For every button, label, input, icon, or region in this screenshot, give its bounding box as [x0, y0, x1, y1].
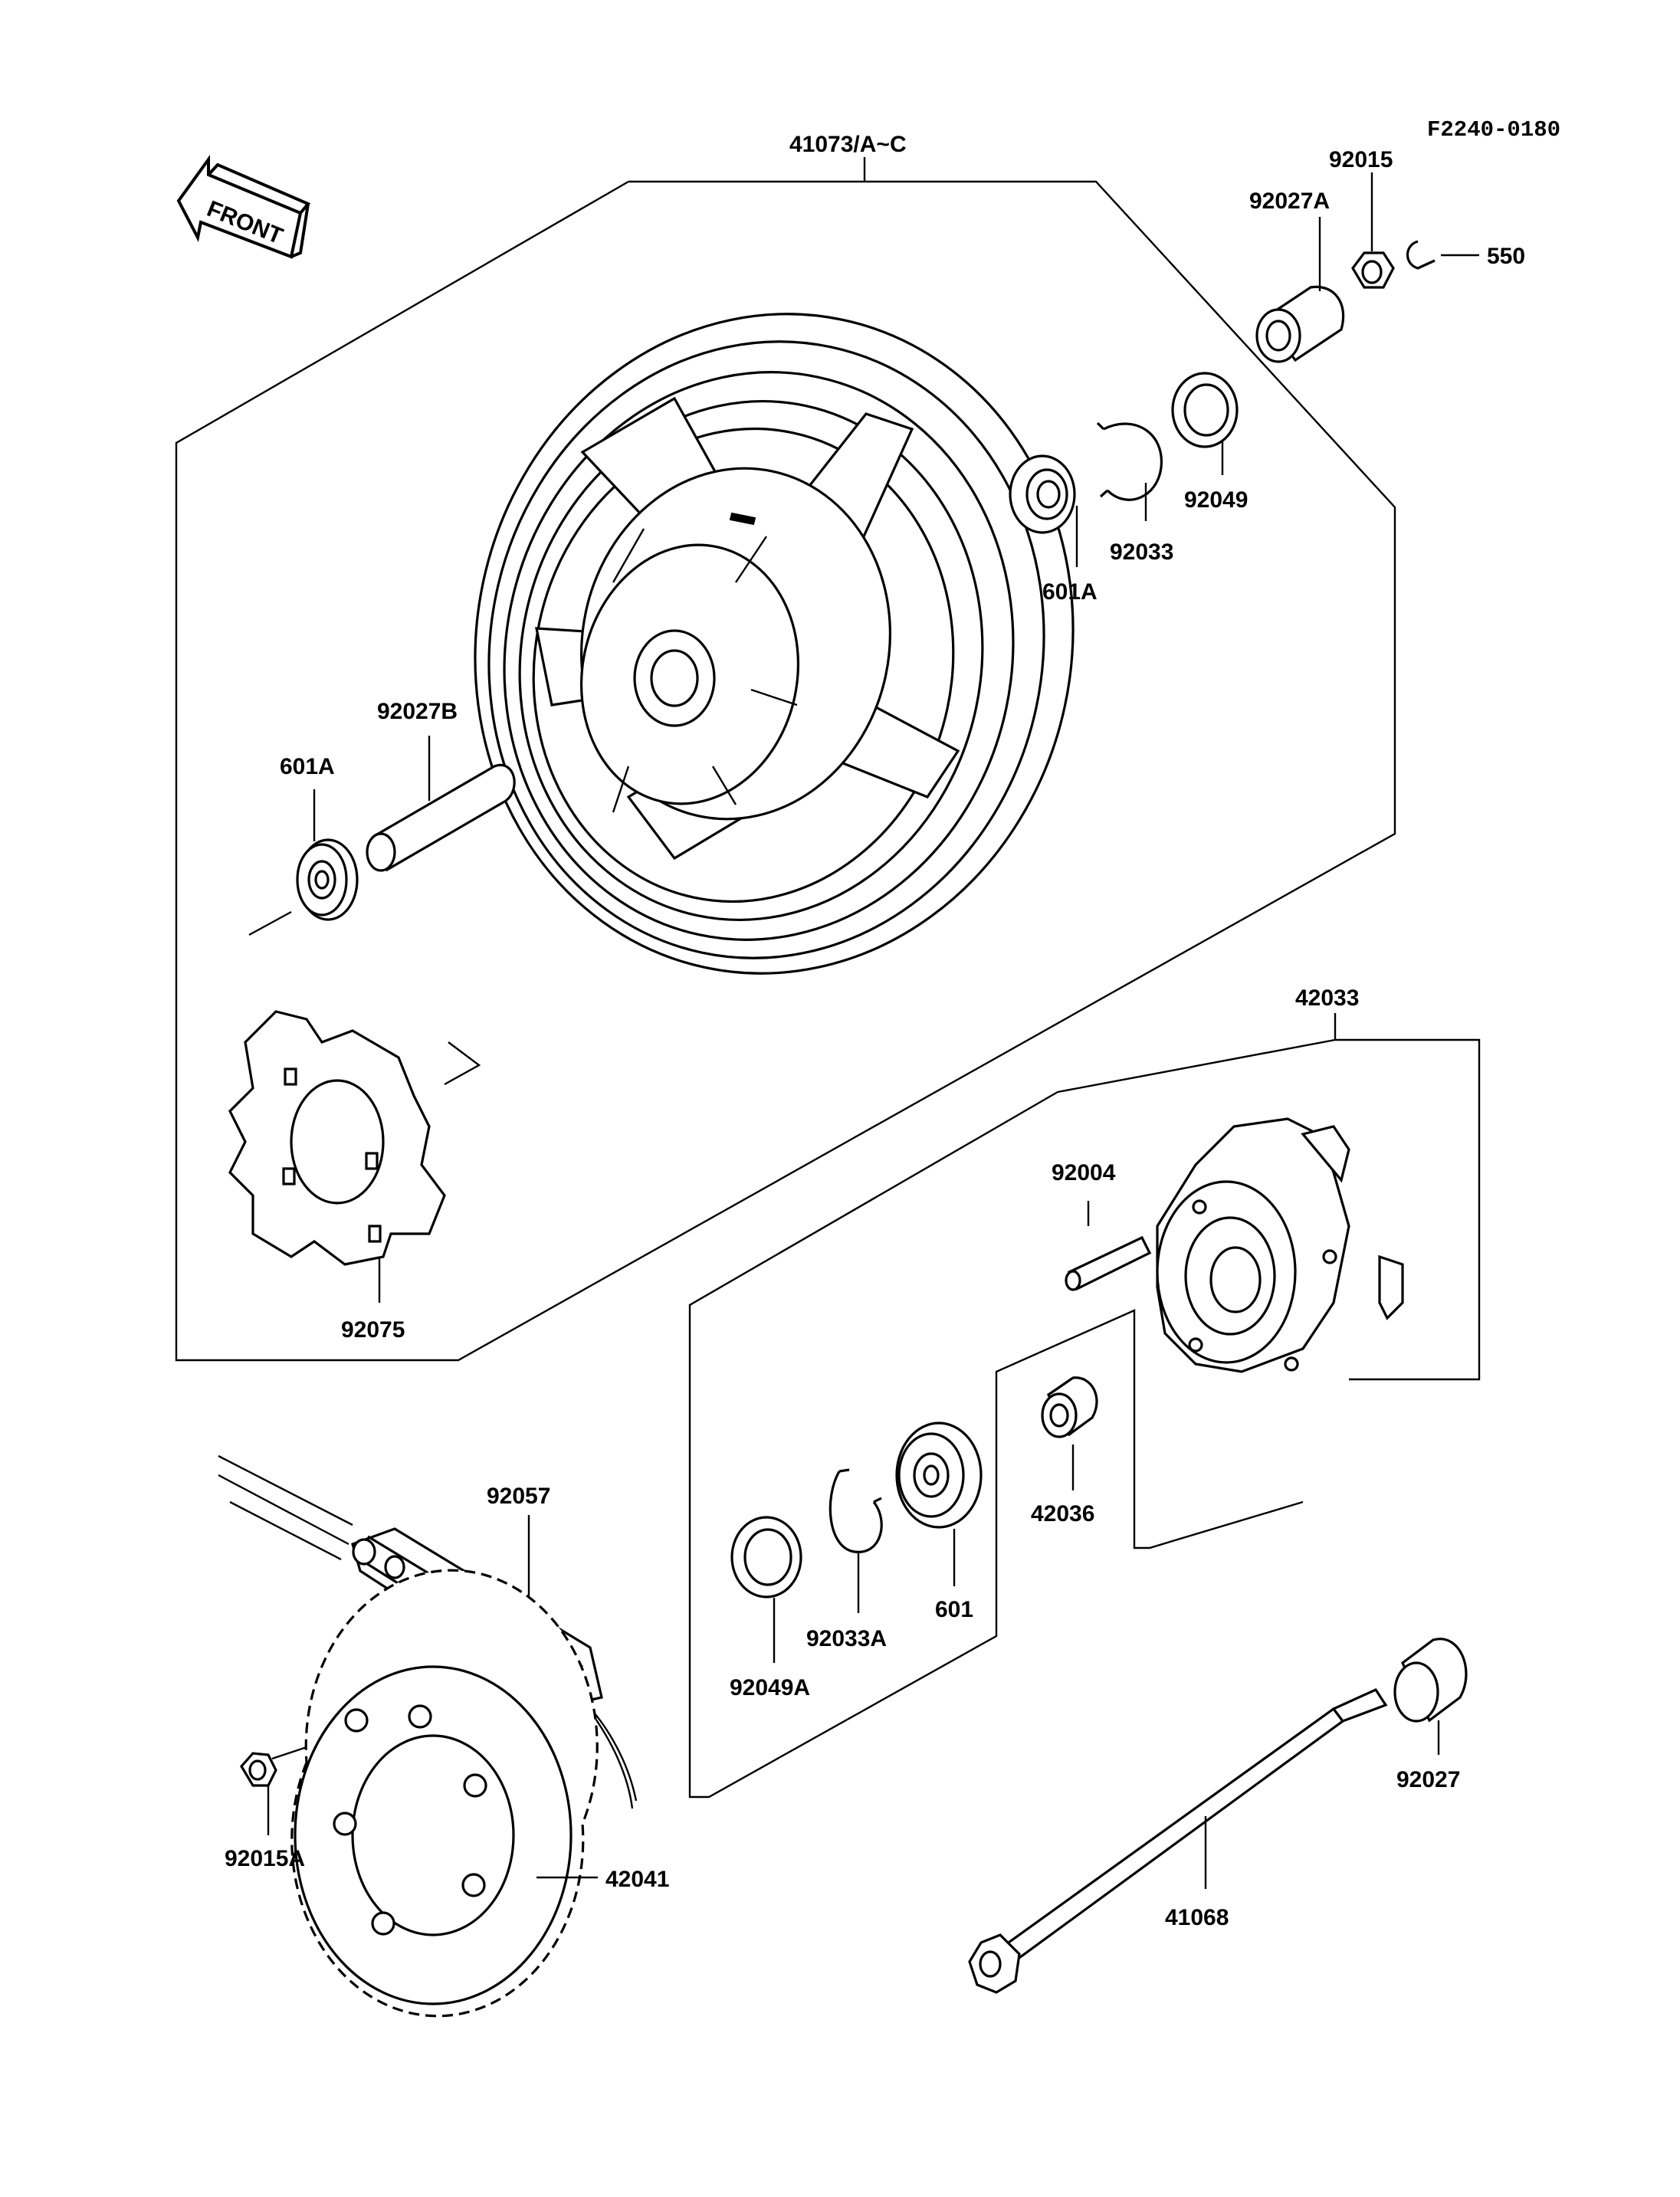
coupling: [1156, 1117, 1404, 1373]
label-coupling-circlip: 92033A: [806, 1626, 887, 1651]
label-sprocket: 42041: [605, 1867, 669, 1892]
coupling-group-outline: 42033: [688, 985, 1481, 1799]
label-axle-collar: 92027: [1396, 1767, 1460, 1792]
sprocket-nut: 92015A: [225, 1746, 307, 1871]
label-axle: 41068: [1165, 1905, 1229, 1930]
label-damper: 92075: [341, 1317, 405, 1343]
label-coupling-oil-seal: 92049A: [730, 1675, 810, 1700]
coupling-oil-seal: 92049A: [730, 1516, 810, 1700]
label-wheel: 41073/A~C: [789, 132, 907, 157]
label-collar-a: 92027A: [1249, 189, 1330, 214]
cotter-pin: 550: [1406, 240, 1525, 270]
label-oil-seal-top: 92049: [1184, 487, 1248, 513]
label-stud: 92004: [1052, 1160, 1116, 1185]
label-coupling-collar: 42036: [1031, 1501, 1094, 1526]
oil-seal-top: 92049: [1171, 372, 1248, 513]
label-bearing-top: 601A: [1042, 579, 1098, 605]
wheel-group-outline: 41073/A~C: [175, 132, 1396, 1362]
diagram-code: F2240-0180: [1427, 117, 1560, 143]
damper: 92075: [228, 1010, 481, 1343]
collar-b: 92027B: [366, 699, 516, 872]
collar-a: 92027A: [1249, 189, 1345, 363]
label-circlip-top: 92033: [1110, 539, 1173, 565]
coupling-collar: 42036: [1031, 1376, 1098, 1526]
circlip-top: 92033: [1096, 421, 1173, 565]
label-nut: 92015: [1329, 147, 1393, 172]
axle-collar: 92027: [1393, 1638, 1468, 1792]
label-coupling-bearing: 601: [935, 1597, 973, 1622]
stud: 92004: [1052, 1160, 1152, 1291]
label-sprocket-nut: 92015A: [225, 1846, 305, 1871]
label-chain: 92057: [487, 1484, 550, 1509]
axle-nut: 92015: [1329, 147, 1395, 289]
rear-sprocket: 42041: [290, 1569, 669, 2018]
label-bearing-left: 601A: [280, 754, 335, 779]
label-cotter-pin: 550: [1487, 244, 1525, 269]
bearing-top: 601A: [1009, 454, 1098, 605]
coupling-bearing: 601: [895, 1421, 983, 1622]
bearing-left: 601A: [248, 754, 359, 936]
rear-axle: 41068: [968, 1687, 1388, 1994]
label-coupling: 42033: [1295, 985, 1359, 1011]
coupling-circlip: 92033A: [806, 1468, 887, 1651]
rear-wheel: [474, 313, 1075, 975]
label-collar-b: 92027B: [377, 699, 458, 724]
front-arrow-icon: FRONT: [176, 154, 311, 259]
